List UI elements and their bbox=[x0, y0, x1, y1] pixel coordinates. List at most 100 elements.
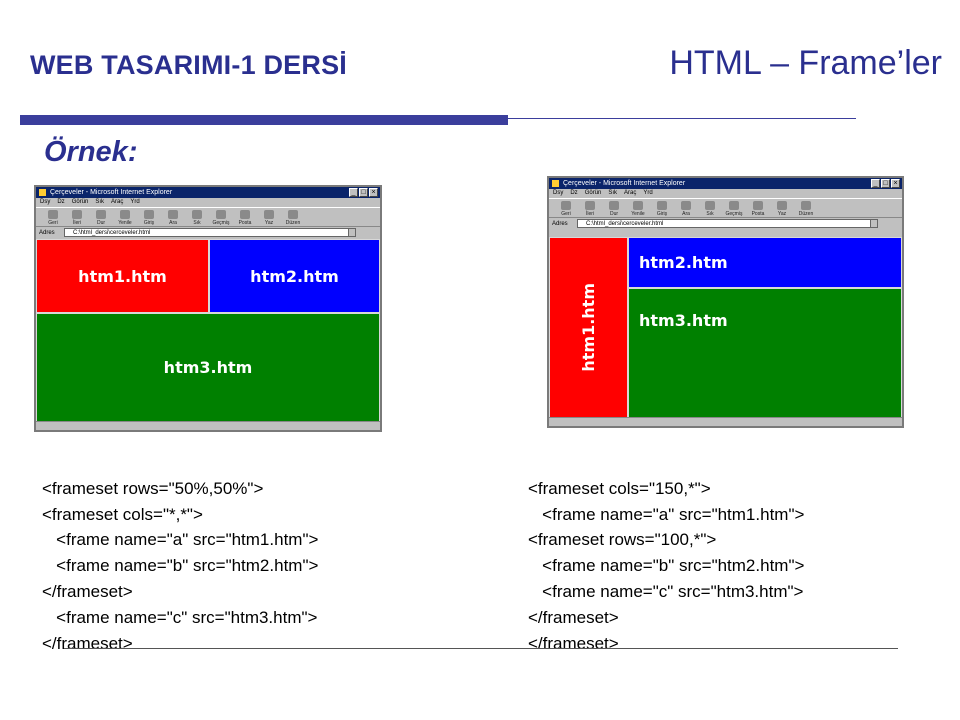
menu-item[interactable]: Yrd bbox=[130, 199, 140, 205]
menu-bar: Dsy Dz Görün Sık Araç Yrd bbox=[36, 198, 380, 207]
mail-button[interactable]: Posta bbox=[749, 199, 767, 217]
address-bar: Adres C:\html_dersi\cerceveler.html bbox=[549, 218, 902, 230]
maximize-icon[interactable]: □ bbox=[359, 188, 368, 197]
code-line: <frameset rows="50%,50%"> bbox=[42, 478, 264, 498]
mail-icon bbox=[753, 201, 763, 210]
menu-item[interactable]: Dz bbox=[57, 199, 65, 205]
menu-item[interactable]: Sık bbox=[95, 199, 105, 205]
back-icon bbox=[48, 210, 58, 219]
code-line: <frame name="c" src="htm3.htm"> bbox=[528, 581, 804, 601]
minimize-icon[interactable]: _ bbox=[871, 179, 880, 188]
search-button[interactable]: Ara bbox=[164, 208, 182, 226]
address-input[interactable]: C:\html_dersi\cerceveler.html bbox=[577, 219, 878, 228]
forward-button[interactable]: İleri bbox=[68, 208, 86, 226]
close-icon[interactable]: × bbox=[369, 188, 378, 197]
refresh-icon bbox=[633, 201, 643, 210]
code-line: <frameset cols="*,*"> bbox=[42, 504, 203, 524]
stop-icon bbox=[609, 201, 619, 210]
code-block-cols-example: <frameset cols="150,*"> <frame name="a" … bbox=[528, 450, 804, 682]
menu-item[interactable]: Dz bbox=[570, 190, 578, 196]
frame-c: htm3.htm bbox=[36, 313, 380, 422]
favorites-button[interactable]: Sık bbox=[701, 199, 719, 217]
search-button[interactable]: Ara bbox=[677, 199, 695, 217]
back-button[interactable]: Geri bbox=[44, 208, 62, 226]
browser-window-rows-example: Çerçeveler - Microsoft Internet Explorer… bbox=[34, 185, 382, 432]
refresh-button[interactable]: Yenile bbox=[629, 199, 647, 217]
chevron-down-icon[interactable] bbox=[870, 219, 878, 228]
ie-icon bbox=[39, 189, 46, 196]
code-line: <frame name="b" src="htm2.htm"> bbox=[42, 556, 319, 576]
maximize-icon[interactable]: □ bbox=[881, 179, 890, 188]
history-button[interactable]: Geçmiş bbox=[212, 208, 230, 226]
edit-button[interactable]: Düzen bbox=[797, 199, 815, 217]
window-titlebar: Çerçeveler - Microsoft Internet Explorer… bbox=[36, 187, 380, 198]
window-titlebar: Çerçeveler - Microsoft Internet Explorer… bbox=[549, 178, 902, 189]
address-input[interactable]: C:\html_dersi\cerceveler.html bbox=[64, 228, 356, 237]
code-line: <frameset rows="100,*"> bbox=[528, 530, 717, 550]
window-controls: _□× bbox=[349, 188, 378, 197]
toolbar: Geri İleri Dur Yenile Giriş Ara Sık Geçm… bbox=[549, 198, 902, 218]
favorites-icon bbox=[192, 210, 202, 219]
home-button[interactable]: Giriş bbox=[653, 199, 671, 217]
search-icon bbox=[681, 201, 691, 210]
ie-icon bbox=[552, 180, 559, 187]
code-line: </frameset> bbox=[528, 633, 619, 653]
menu-bar: Dsy Dz Görün Sık Araç Yrd bbox=[549, 189, 902, 198]
favorites-button[interactable]: Sık bbox=[188, 208, 206, 226]
minimize-icon[interactable]: _ bbox=[349, 188, 358, 197]
menu-item[interactable]: Yrd bbox=[643, 190, 653, 196]
code-line: <frame name="a" src="htm1.htm"> bbox=[42, 530, 319, 550]
print-button[interactable]: Yaz bbox=[260, 208, 278, 226]
window-controls: _□× bbox=[871, 179, 900, 188]
print-button[interactable]: Yaz bbox=[773, 199, 791, 217]
frame-c: htm3.htm bbox=[628, 288, 902, 418]
title-divider-thick bbox=[20, 115, 508, 125]
code-block-rows-example: <frameset rows="50%,50%"> <frameset cols=… bbox=[42, 450, 318, 682]
history-icon bbox=[216, 210, 226, 219]
stop-icon bbox=[96, 210, 106, 219]
status-bar bbox=[549, 417, 902, 426]
frame-a: htm1.htm bbox=[36, 239, 209, 313]
refresh-button[interactable]: Yenile bbox=[116, 208, 134, 226]
status-bar bbox=[36, 421, 380, 430]
menu-item[interactable]: Araç bbox=[111, 199, 124, 205]
code-line: </frameset> bbox=[528, 607, 619, 627]
menu-item[interactable]: Görün bbox=[584, 190, 602, 196]
title-divider-thin bbox=[508, 118, 856, 119]
forward-icon bbox=[72, 210, 82, 219]
menu-item[interactable]: Araç bbox=[624, 190, 637, 196]
frame-b: htm2.htm bbox=[628, 237, 902, 288]
code-line: <frame name="a" src="htm1.htm"> bbox=[528, 504, 805, 524]
home-button[interactable]: Giriş bbox=[140, 208, 158, 226]
address-label: Adres bbox=[39, 230, 55, 236]
window-title: Çerçeveler - Microsoft Internet Explorer bbox=[50, 189, 173, 196]
edit-button[interactable]: Düzen bbox=[284, 208, 302, 226]
refresh-icon bbox=[120, 210, 130, 219]
edit-icon bbox=[288, 210, 298, 219]
frame-b: htm2.htm bbox=[209, 239, 380, 313]
history-button[interactable]: Geçmiş bbox=[725, 199, 743, 217]
close-icon[interactable]: × bbox=[891, 179, 900, 188]
mail-button[interactable]: Posta bbox=[236, 208, 254, 226]
forward-button[interactable]: İleri bbox=[581, 199, 599, 217]
print-icon bbox=[264, 210, 274, 219]
menu-item[interactable]: Dsy bbox=[40, 199, 51, 205]
menu-item[interactable]: Dsy bbox=[553, 190, 564, 196]
back-button[interactable]: Geri bbox=[557, 199, 575, 217]
menu-item[interactable]: Sık bbox=[608, 190, 618, 196]
stop-button[interactable]: Dur bbox=[92, 208, 110, 226]
chevron-down-icon[interactable] bbox=[348, 228, 356, 237]
footer-divider bbox=[64, 648, 898, 649]
menu-item[interactable]: Görün bbox=[71, 199, 89, 205]
stop-button[interactable]: Dur bbox=[605, 199, 623, 217]
code-line: </frameset> bbox=[42, 581, 133, 601]
favorites-icon bbox=[705, 201, 715, 210]
back-icon bbox=[561, 201, 571, 210]
window-title: Çerçeveler - Microsoft Internet Explorer bbox=[563, 180, 686, 187]
home-icon bbox=[144, 210, 154, 219]
history-icon bbox=[729, 201, 739, 210]
browser-window-cols-example: Çerçeveler - Microsoft Internet Explorer… bbox=[547, 176, 904, 428]
slide-title: HTML – Frame’ler bbox=[669, 44, 942, 82]
address-bar: Adres C:\html_dersi\cerceveler.html bbox=[36, 227, 380, 239]
frame-a: htm1.htm bbox=[549, 237, 628, 418]
